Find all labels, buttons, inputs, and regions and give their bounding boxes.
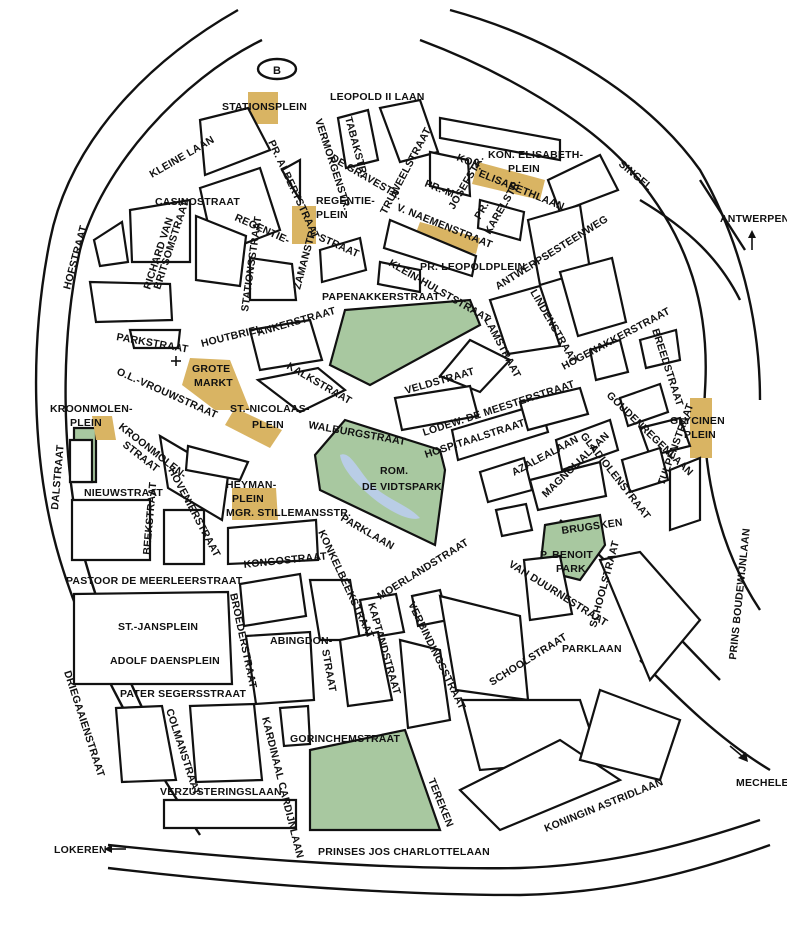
label-kon-elisabethplein-1: KON. ELISABETH- (488, 149, 583, 161)
label-singel: SINGEL (616, 158, 655, 193)
label-kon-elisabethplein-2: PLEIN (508, 163, 540, 175)
parks (72, 298, 607, 832)
square-heymanplein (232, 488, 278, 520)
label-heyman: HEYMAN- (226, 479, 277, 491)
station-symbol: B (273, 65, 281, 77)
square-regentieplein (292, 206, 316, 244)
vijver (340, 454, 420, 519)
park-papenakker (328, 298, 482, 387)
label-regentieplein-1: REGENTIE- (316, 195, 375, 207)
label-leopold-ii-laan: LEOPOLD II LAAN (330, 91, 425, 103)
label-parklaan-2: PARKLAAN (562, 643, 622, 655)
square-st-nicolaasplein (225, 408, 282, 448)
arrow-antwerpen-icon (748, 230, 756, 250)
label-kroonmolen: KROONMOLEN- (50, 403, 133, 415)
label-papenakkerstraat: PAPENAKKERSTRAAT (322, 291, 440, 303)
park-tereken (308, 728, 442, 832)
label-lokeren: LOKEREN (54, 844, 107, 856)
label-antwerpen: ANTWERPEN (720, 213, 787, 225)
label-pr-leopoldplein: PR. LEOPOLDPLEIN (420, 261, 525, 273)
label-verzusteringslaan: VERZUSTERINGSLAAN (160, 786, 282, 798)
label-glycinen: GLYCINEN (670, 415, 725, 427)
label-mechelen: MECHELEN (736, 777, 787, 789)
square-kroonmolenplein (92, 416, 116, 440)
label-prinses-jos-charlottelaan: PRINSES JOS CHARLOTTELAAN (318, 846, 490, 858)
city-blocks (68, 98, 702, 832)
label-park: PARK (556, 563, 586, 575)
label-grote: GROTE (192, 363, 230, 375)
label-p-benoit: P. BENOIT (540, 549, 593, 561)
label-plein-kroonmolen: PLEIN (70, 417, 102, 429)
label-de-vidtspark: DE VIDTSPARK (362, 481, 442, 493)
label-plein-glycinen: PLEIN (684, 429, 716, 441)
cross-grote-markt-icon (171, 356, 181, 366)
label-pastoor-de-meerleerstraat: PASTOOR DE MEERLEERSTRAAT (66, 575, 243, 587)
label-nieuwstraat: NIEUWSTRAAT (84, 487, 163, 499)
label-st-nicolaas: ST.-NICOLAAS- (230, 403, 310, 415)
label-casinostraat: CASINOSTRAAT (155, 196, 240, 208)
label-abingdon-straat: STRAAT (319, 648, 338, 693)
label-plein-heyman: PLEIN (232, 493, 264, 505)
arrow-lokeren-icon (104, 845, 126, 853)
label-regentieplein-2: PLEIN (316, 209, 348, 221)
label-pater-segersstraat: PATER SEGERSSTRAAT (120, 688, 246, 700)
label-plein-nicolaas: PLEIN (252, 419, 284, 431)
label-abingdon: ABINGDON- (270, 635, 333, 647)
square-v-naemenstraat (414, 222, 480, 254)
label-adolf-daensplein: ADOLF DAENSPLEIN (110, 655, 220, 667)
label-dalstraat: DALSTRAAT (49, 444, 67, 510)
label-gorinchemstraat: GORINCHEMSTRAAT (290, 733, 401, 745)
label-mgr-stillemansstr: MGR. STILLEMANSSTR. (226, 507, 351, 519)
label-markt: MARKT (194, 377, 233, 389)
label-driegaaienstraat: DRIEGAAIENSTRAAT (61, 669, 107, 779)
square-grote-markt (182, 358, 250, 410)
square-kon-elisabethplein (472, 162, 545, 200)
label-st-jansplein: ST.-JANSPLEIN (118, 621, 198, 633)
ring-road (34, 8, 771, 897)
arrow-mechelen-icon (729, 745, 748, 762)
train-station-icon: B (256, 57, 298, 81)
label-rom: ROM. (380, 465, 408, 477)
square-glycinenplein (690, 398, 712, 458)
label-hofstraat: HOFSTRAAT (61, 224, 90, 291)
label-stationsplein: STATIONSPLEIN (222, 101, 307, 113)
